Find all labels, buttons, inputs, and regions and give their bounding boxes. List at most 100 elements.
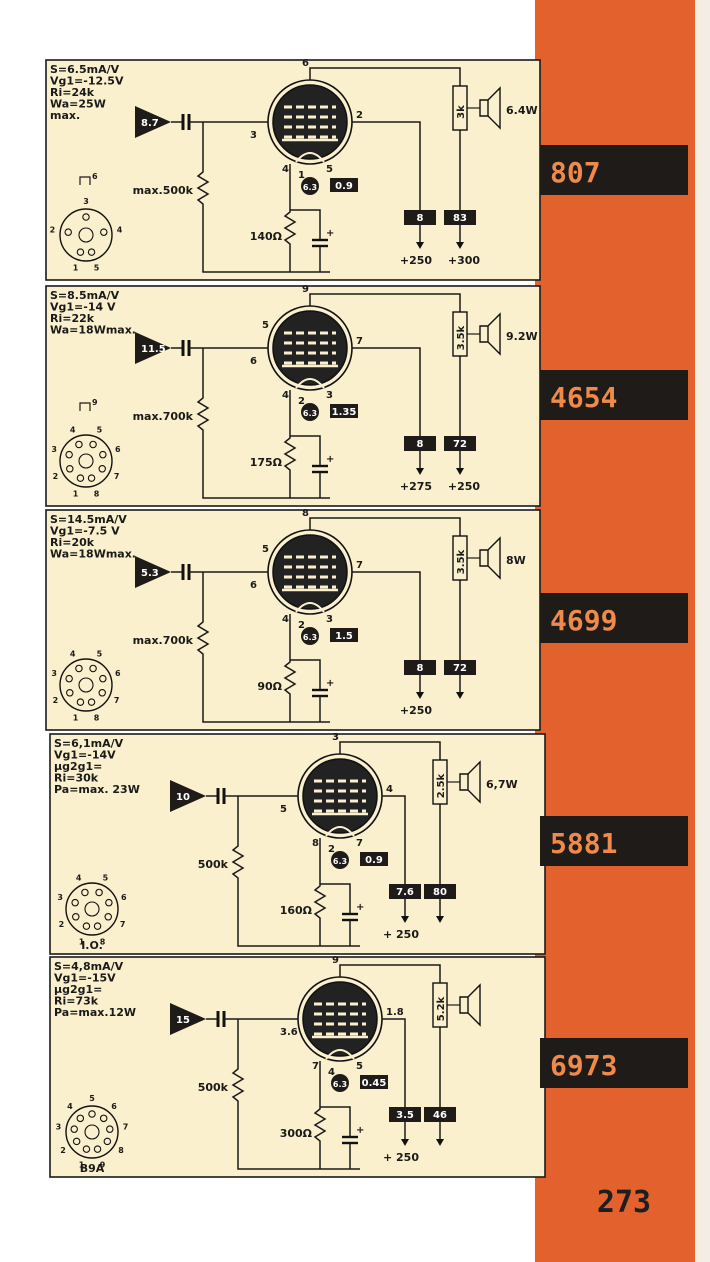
speaker-icon (459, 983, 481, 1027)
pin-top-label: 6 (302, 58, 309, 69)
tube-symbol (267, 79, 353, 165)
stripe-edge (695, 0, 710, 1262)
output-power: 6,7W (486, 778, 518, 791)
svg-text:+: + (326, 228, 334, 239)
heater-current: 0.45 (362, 1078, 387, 1089)
pin-heater-label: 7 (356, 838, 363, 849)
output-power: 6.4W (506, 104, 538, 117)
heater-voltage: 6.3 (333, 1080, 347, 1089)
heater-voltage-badge (331, 851, 349, 869)
drive-voltage: 5.3 (141, 568, 159, 579)
socket-pin-number: 7 (114, 696, 120, 705)
screen-wire (352, 571, 421, 660)
voltage-box-value: 7.6 (396, 887, 414, 898)
pin-heater-label: 4 (328, 1067, 335, 1078)
voltage-box-value: 72 (453, 439, 467, 450)
voltage-box-value: 8 (417, 439, 424, 450)
load-value: 3.5k (456, 325, 467, 350)
tube-symbol (267, 529, 353, 615)
socket-pin-number: 6 (111, 1102, 117, 1111)
socket-pin-number: 3 (83, 197, 89, 206)
socket-pin-number: 6 (115, 445, 121, 454)
voltage-box-value: 46 (433, 1110, 447, 1121)
spec-line: µg2g1= (54, 983, 102, 996)
pin-screen-label: 5 (262, 320, 269, 331)
load-value: 2.5k (436, 773, 447, 798)
speaker-icon (479, 536, 501, 580)
spec-line: S=14.5mA/V (50, 513, 127, 526)
heater-current: 1.35 (332, 407, 357, 418)
output-power: 8W (506, 554, 526, 567)
speaker-icon (459, 760, 481, 804)
voltage-box (404, 436, 436, 451)
pin-heater-label: 2 (298, 396, 305, 407)
tube-type-tag: 4699 (540, 593, 688, 643)
pin-screen-label: 5 (262, 544, 269, 555)
pin-grid-label: 3 (250, 130, 257, 141)
tube-type-label: 5881 (550, 827, 617, 860)
voltage-box (389, 884, 421, 899)
pin-heater-label: 2 (298, 620, 305, 631)
screen-wire (382, 795, 406, 884)
voltage-box (404, 660, 436, 675)
cathode-resistor (313, 838, 327, 946)
pin-grid-label: 6 (250, 356, 257, 367)
pin-grid-label: 5 (280, 804, 287, 815)
supply-voltage-left: +250 (400, 254, 433, 267)
svg-text:+: + (356, 902, 364, 913)
grid-resistor (231, 1019, 360, 1170)
socket-pin-number: 8 (94, 713, 100, 722)
socket-pin-number: 3 (51, 445, 57, 454)
pin-plate-label: 1.8 (386, 1007, 404, 1018)
plate-wire (309, 293, 461, 436)
cathode-resistor (283, 164, 297, 272)
spec-line: Ri=24k (50, 86, 95, 99)
screen-wire (352, 121, 421, 210)
top-cap-icon (79, 176, 91, 185)
voltage-box-value: 72 (453, 663, 467, 674)
heater-current-box (330, 628, 358, 642)
heater-current-box (330, 178, 358, 192)
cathode-resistor-value: 160Ω (280, 904, 313, 917)
pin-heater-label: 1 (298, 170, 305, 181)
spec-line: Wa=18Wmax. (50, 548, 136, 561)
cathode-resistor-value: 300Ω (280, 1127, 313, 1140)
pin-plate-label: 2 (356, 110, 363, 121)
pin-cathode-label: 4 (282, 390, 289, 401)
spec-line: Pa=max.12W (54, 1006, 136, 1019)
socket-pin-number: 8 (100, 937, 106, 946)
pin-heater-label: 5 (326, 164, 333, 175)
heater-current-box (330, 404, 358, 418)
tube-symbol (297, 976, 383, 1062)
input-driver-icon (135, 556, 171, 588)
heater-current: 0.9 (365, 855, 383, 866)
tube-symbol (267, 305, 353, 391)
pin-cathode-label: 4 (282, 614, 289, 625)
spec-line: Vg1=-14 V (50, 301, 116, 314)
svg-text:+: + (326, 678, 334, 689)
heater-voltage-badge (301, 403, 319, 421)
screen-wire (352, 347, 421, 436)
grid-resistor-value: max.700k (133, 410, 194, 423)
cathode-resistor-value: 140Ω (250, 230, 283, 243)
pin-plate-label: 7 (356, 336, 363, 347)
svg-text:+: + (356, 1125, 364, 1136)
tube-type-label: 6973 (550, 1049, 617, 1082)
heater-current: 0.9 (335, 181, 353, 192)
socket-pin-number: 5 (89, 1094, 95, 1103)
top-cap-pin: 9 (92, 398, 98, 407)
plate-wire (309, 67, 461, 210)
heater-current-box (360, 852, 388, 866)
supply-voltage-right: +250 (448, 480, 481, 493)
drive-voltage: 11.5 (141, 344, 166, 355)
spec-line: Vg1=-14V (54, 749, 116, 762)
tube-type-label: 807 (550, 156, 601, 189)
socket-pin-number: 3 (57, 893, 63, 902)
pin-heater-label: 3 (326, 390, 333, 401)
supply-voltage-right: +300 (448, 254, 481, 267)
spec-line: S=4,8mA/V (54, 960, 124, 973)
cathode-resistor (283, 614, 297, 722)
grid-resistor (231, 796, 360, 947)
socket-pin-number: 2 (60, 1146, 66, 1155)
